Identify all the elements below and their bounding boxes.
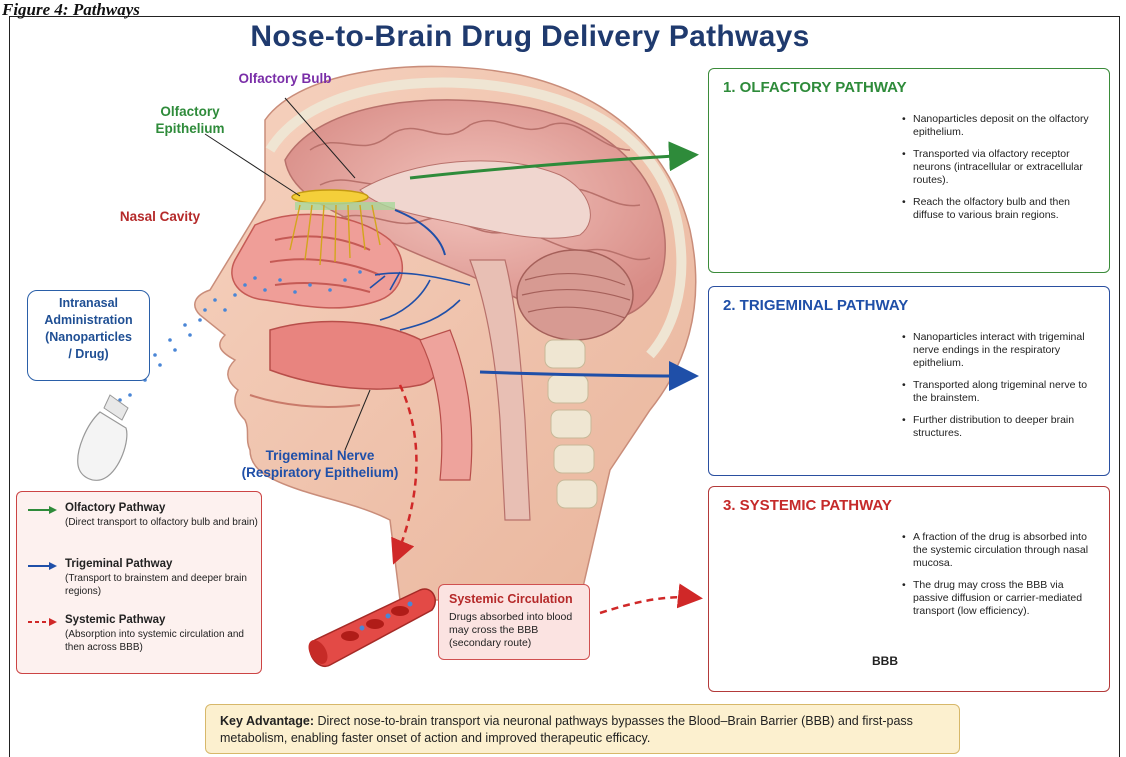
legend-name: Trigeminal Pathway	[65, 558, 172, 570]
olfactory-epithelium-label-line2: Epithelium	[135, 120, 245, 137]
olfactory-panel-title: 1. OLFACTORY PATHWAY	[723, 79, 907, 96]
pathway-legend: Olfactory Pathway (Direct transport to o…	[16, 491, 262, 674]
legend-name: Systemic Pathway	[65, 614, 165, 626]
olfactory-bullet: Reach the olfactory bulb and then diffus…	[901, 196, 1097, 222]
systemic-bullet: A fraction of the drug is absorbed into …	[901, 531, 1101, 570]
intranasal-line1: Intranasal	[28, 295, 149, 312]
olfactory-bulb-label: Olfactory Bulb	[215, 70, 355, 87]
systemic-bullet: The drug may cross the BBB via passive d…	[901, 579, 1101, 618]
trigeminal-label-line2: (Respiratory Epithelium)	[220, 464, 420, 481]
trigeminal-nerve-label: Trigeminal Nerve (Respiratory Epithelium…	[220, 447, 420, 481]
olfactory-bullets: Nanoparticles deposit on the olfactory e…	[901, 113, 1097, 231]
blood-vessel	[305, 589, 436, 667]
intranasal-administration-box: Intranasal Administration (Nanoparticles…	[27, 290, 150, 381]
olfactory-bulb	[292, 190, 368, 204]
nasal-cavity-label: Nasal Cavity	[100, 208, 220, 225]
bbb-label: BBB	[872, 654, 898, 668]
systemic-circulation-text: Drugs absorbed into blood may cross the …	[449, 611, 584, 650]
systemic-circulation-title: Systemic Circulation	[449, 592, 573, 606]
key-advantage-text: Direct nose-to-brain transport via neuro…	[220, 714, 913, 745]
legend-desc: (Transport to brainstem and deeper brain…	[65, 573, 261, 598]
olfactory-epithelium	[295, 202, 395, 210]
intranasal-line3: (Nanoparticles	[28, 329, 149, 346]
nasal-spray-bottle	[78, 395, 128, 480]
key-advantage-label: Key Advantage:	[220, 714, 314, 728]
olfactory-bullet: Transported via olfactory receptor neuro…	[901, 148, 1097, 187]
systemic-panel-title: 3. SYSTEMIC PATHWAY	[723, 497, 892, 514]
key-advantage-box: Key Advantage: Direct nose-to-brain tran…	[205, 704, 960, 754]
intranasal-line4: / Drug)	[28, 346, 149, 363]
intranasal-line2: Administration	[28, 312, 149, 329]
trigeminal-bullet: Nanoparticles interact with trigeminal n…	[901, 331, 1097, 370]
olfactory-pathway-panel: 1. OLFACTORY PATHWAY Nanoparticles depos…	[708, 68, 1110, 273]
legend-arrow-systemic-icon	[27, 617, 59, 627]
trigeminal-pathway-panel: 2. TRIGEMINAL PATHWAY Nanoparticles inte…	[708, 286, 1110, 476]
trigeminal-bullets: Nanoparticles interact with trigeminal n…	[901, 331, 1097, 449]
systemic-pathway-arrow-right	[600, 597, 698, 613]
systemic-bullets: A fraction of the drug is absorbed into …	[901, 531, 1101, 627]
trigeminal-label-line1: Trigeminal Nerve	[220, 447, 420, 464]
legend-desc: (Direct transport to olfactory bulb and …	[65, 517, 261, 530]
legend-arrow-trigeminal-icon	[27, 561, 59, 571]
trigeminal-bullet: Further distribution to deeper brain str…	[901, 414, 1097, 440]
trigeminal-bullet: Transported along trigeminal nerve to th…	[901, 379, 1097, 405]
legend-desc: (Absorption into systemic circulation an…	[65, 629, 261, 654]
legend-arrow-olfactory-icon	[27, 505, 59, 515]
legend-name: Olfactory Pathway	[65, 502, 165, 514]
systemic-pathway-panel: 3. SYSTEMIC PATHWAY A fraction of the dr…	[708, 486, 1110, 692]
trigeminal-panel-title: 2. TRIGEMINAL PATHWAY	[723, 297, 908, 314]
cerebellum	[517, 250, 633, 340]
olfactory-epithelium-label-line1: Olfactory	[135, 103, 245, 120]
olfactory-epithelium-label: Olfactory Epithelium	[135, 103, 245, 137]
systemic-circulation-box: Systemic Circulation Drugs absorbed into…	[438, 584, 590, 660]
olfactory-bullet: Nanoparticles deposit on the olfactory e…	[901, 113, 1097, 139]
